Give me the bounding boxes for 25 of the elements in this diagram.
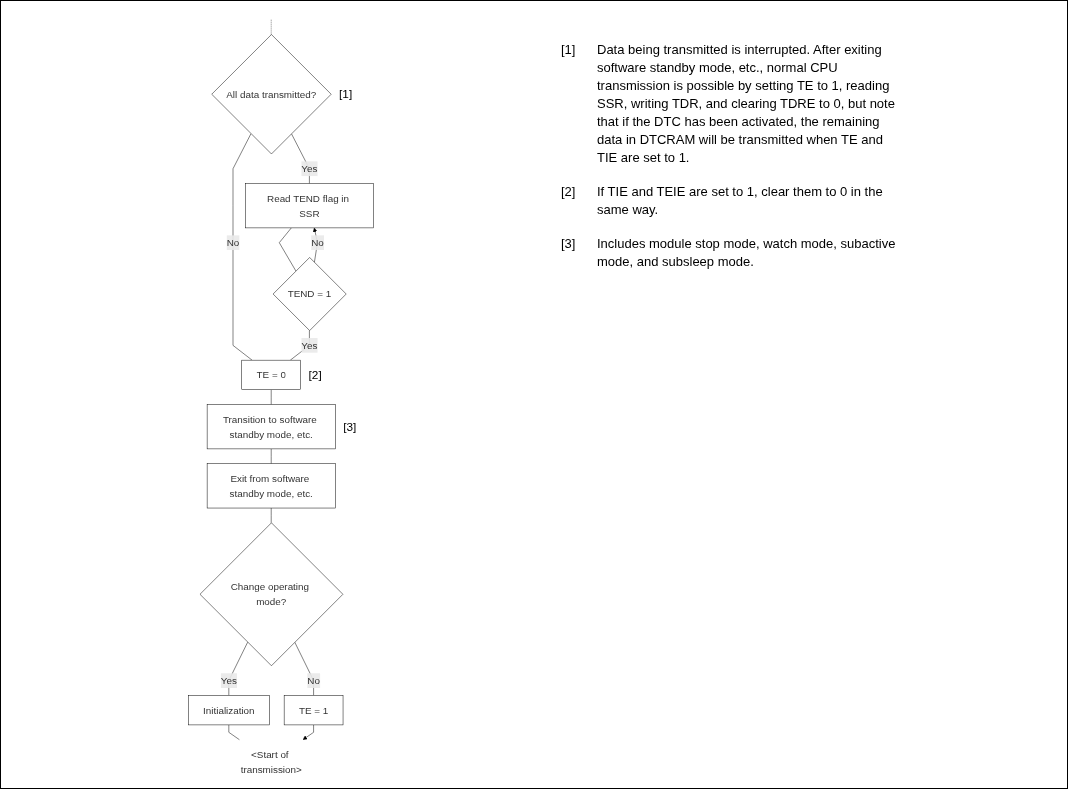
note-text: Includes module stop mode, watch mode, subactive mode, and subsleep mode. <box>597 235 897 271</box>
node-box: Transition to software standby mode, etc. <box>207 404 336 450</box>
note-number: [3] <box>561 235 577 253</box>
edge-label: Yes <box>301 163 318 175</box>
edge-label: No <box>226 237 240 249</box>
edge-label: Yes <box>301 339 318 351</box>
note-number: [1] <box>561 41 577 59</box>
callout-number: [1] <box>339 87 353 102</box>
node-box: Read TEND flag in SSR <box>245 183 374 229</box>
note-number: [2] <box>561 183 577 201</box>
node-box: TE = 0 <box>241 359 302 390</box>
node-diamond: All data transmitted? <box>211 34 332 155</box>
edge-label: No <box>311 237 324 249</box>
node-box: TE = 1 <box>284 695 344 726</box>
node-text: <Start of transmission> <box>240 749 302 775</box>
node-box: Initialization <box>188 695 270 726</box>
edge-label: No <box>307 675 321 686</box>
node-box: Exit from software standby mode, etc. <box>207 463 336 509</box>
callout-number: [2] <box>308 367 322 382</box>
edge-label: Yes <box>220 675 237 686</box>
note-text: If TIE and TEIE are set to 1, clear them to 0 in the same way. <box>597 183 884 219</box>
note-text: Data being transmitted is interrupted. After exiting software standby mode, etc., normal CPU transmission is possible by setting TE to 1, reading SSR, writing TDR, and clearing TDRE to 0, but note that if the DTC has been activated, the remaining data in DTCRAM will be transmitted when TE and TIE are set to 1. <box>597 41 896 167</box>
node-diamond: Change operating mode? <box>199 522 344 666</box>
node-diamond: TEND = 1 <box>272 257 347 331</box>
callout-number: [3] <box>343 419 357 434</box>
